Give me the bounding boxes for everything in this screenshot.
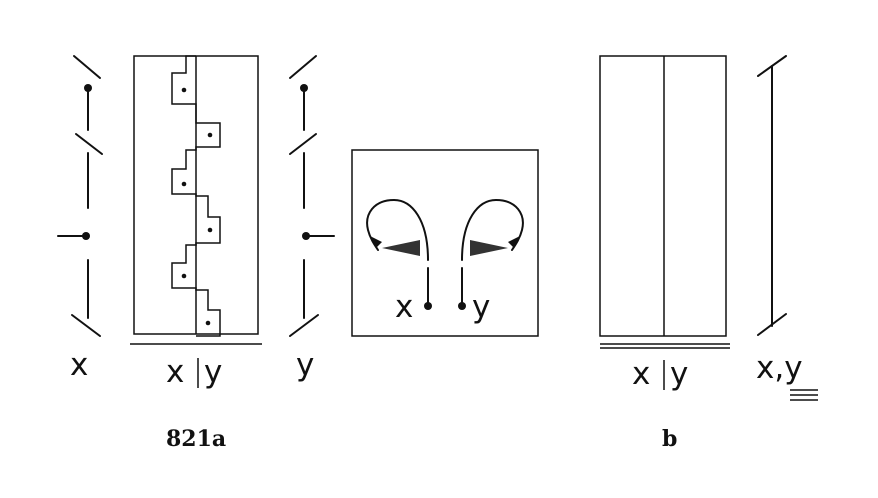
staff-box-a — [130, 55, 262, 388]
bar-b-label-y: y — [670, 356, 688, 392]
staff-x-label: x — [70, 347, 88, 383]
staff-x — [57, 55, 103, 337]
bar-a-label-y: y — [204, 354, 222, 390]
staff-box-b — [599, 55, 730, 390]
wedge-arrow-right-icon — [382, 240, 420, 256]
inset-label-y: y — [472, 289, 490, 325]
curved-arrow-right-icon — [461, 198, 524, 261]
figure-label-a: 821a — [166, 426, 226, 452]
curved-arrow-left-icon — [366, 198, 429, 261]
inset-label-x: x — [395, 289, 413, 325]
staff-y-label: y — [296, 347, 314, 383]
bar-a-label-x: x — [166, 354, 184, 390]
wedge-arrow-left-icon — [470, 240, 508, 256]
staff-b — [757, 55, 818, 401]
bar-b-label-x: x — [632, 356, 650, 392]
inset-box — [351, 149, 539, 337]
staff-b-label: x,y — [756, 350, 803, 386]
figure-label-b: b — [662, 426, 677, 452]
staff-y — [289, 55, 335, 337]
